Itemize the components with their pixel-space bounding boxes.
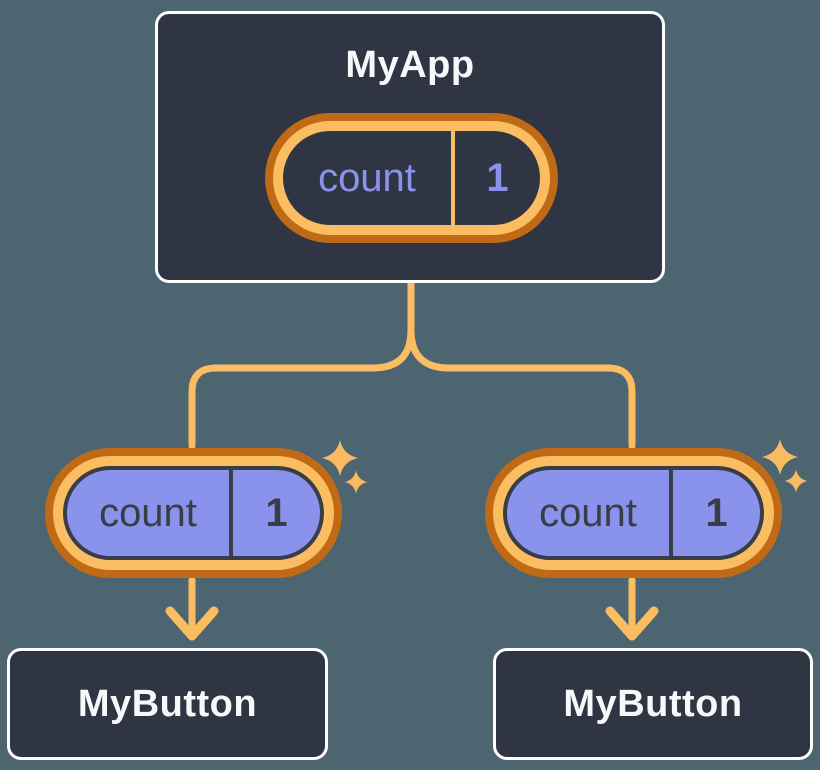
prop-label: count [99,490,197,535]
prop-pill-mybutton-right: count 1 [485,448,782,578]
pill-divider [451,131,455,225]
prop-value: 1 [265,490,288,535]
state-value: 1 [486,155,509,200]
component-title: MyApp [345,44,475,86]
component-node-mybutton-left: MyButton [7,648,328,760]
pill-ring: count 1 [53,456,334,570]
component-title: MyButton [77,682,258,725]
prop-value: 1 [705,490,728,535]
pill-divider [669,470,673,556]
state-pill-myapp: count 1 [265,113,558,243]
arrow-down-icon [605,606,659,641]
prop-pill-mybutton-left: count 1 [45,448,342,578]
component-node-mybutton-right: MyButton [493,648,813,760]
pill-body: count 1 [63,466,324,560]
pill-divider [229,470,233,556]
pill-body: count 1 [283,131,540,225]
pill-body: count 1 [503,466,764,560]
state-label: count [318,155,416,200]
connector-right-branch [407,279,636,450]
pill-ring: count 1 [273,121,550,235]
arrow-down-icon [165,606,219,641]
pill-ring: count 1 [493,456,774,570]
connector-left-branch [188,279,415,450]
component-title: MyButton [563,682,743,725]
prop-label: count [539,490,637,535]
